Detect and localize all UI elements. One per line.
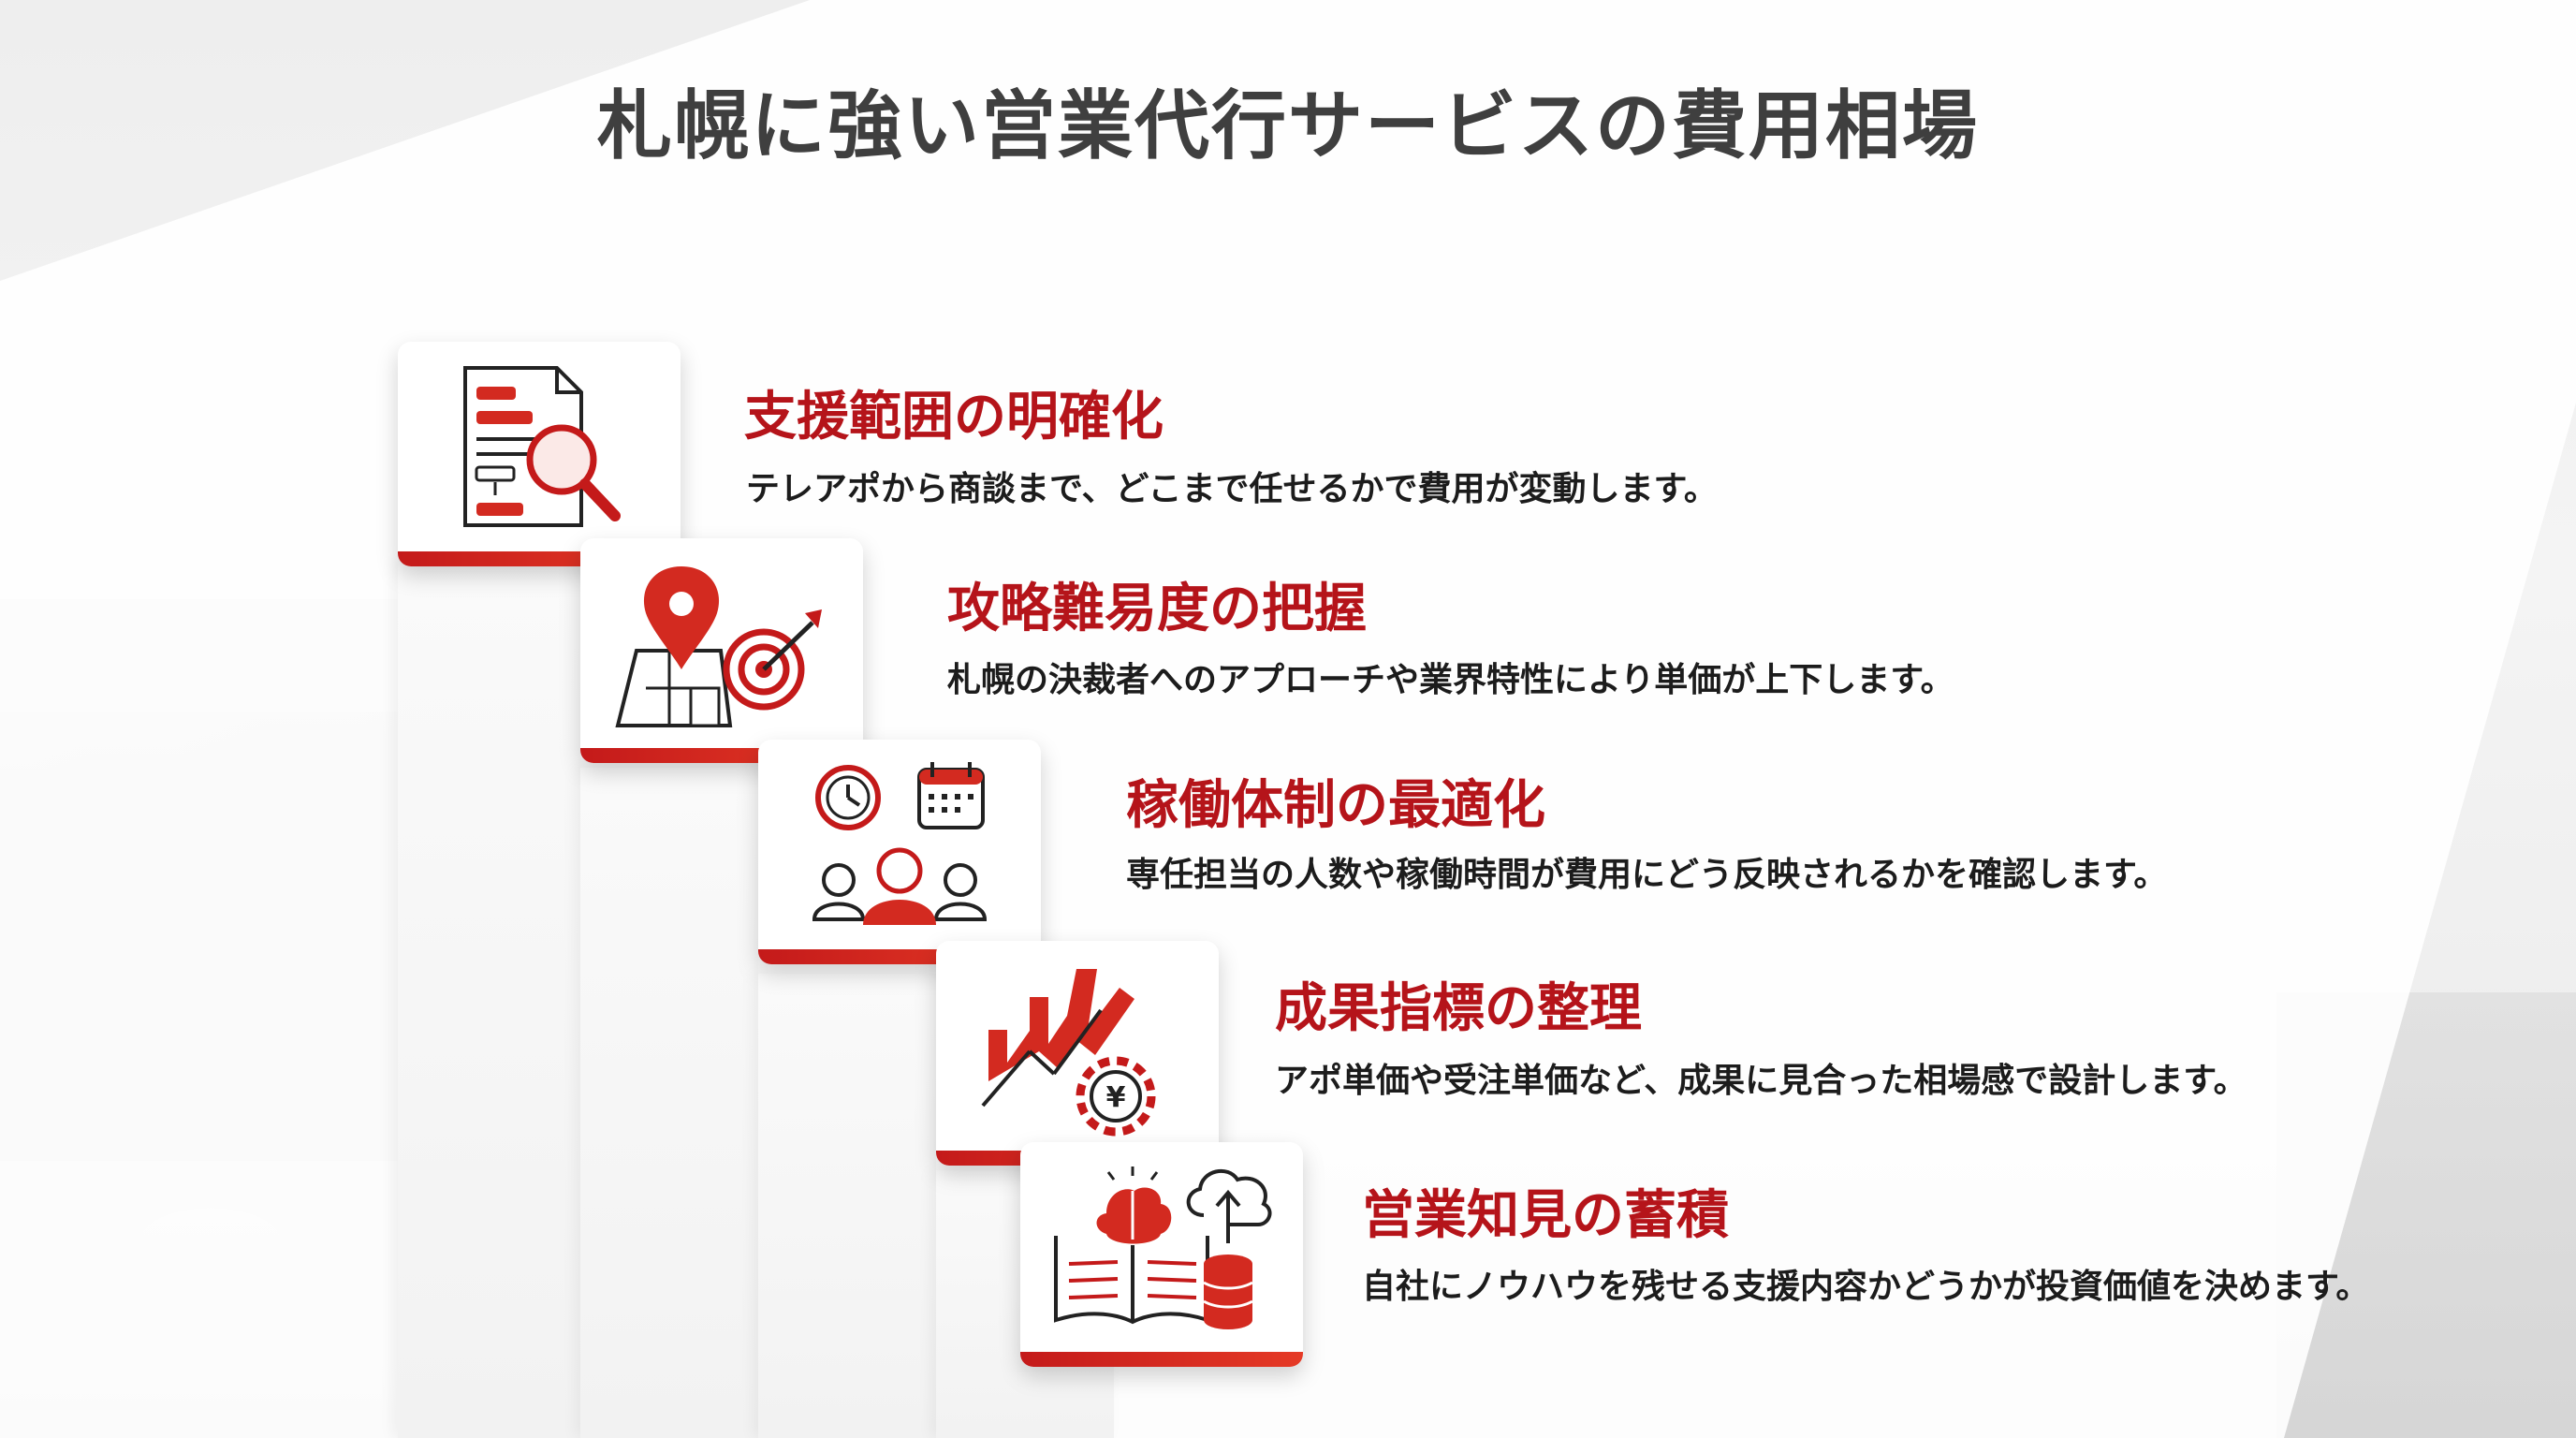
item-title-5: 営業知見の蓄積 xyxy=(1362,1185,1729,1246)
item-desc-2: 札幌の決裁者へのアプローチや業界特性により単価が上下します。 xyxy=(947,661,1954,699)
item-desc-1: テレアポから商談まで、どこまで任せるかで費用が変動します。 xyxy=(746,470,1718,508)
step-card-4: ¥ xyxy=(936,941,1219,1166)
item-desc-4: アポ単価や受注単価など、成果に見合った相場感で設計します。 xyxy=(1275,1062,2247,1100)
item-title-2: 攻略難易度の把握 xyxy=(947,579,1367,639)
step-card-2 xyxy=(580,538,863,763)
page-title: 札幌に強い営業代行サービスの費用相場 xyxy=(597,82,1979,169)
growth-chart-yen-gear-icon: ¥ xyxy=(981,969,1156,1137)
knowledge-brain-book-cloud-icon xyxy=(1054,1167,1272,1329)
step-card-3 xyxy=(758,740,1041,964)
item-title-1: 支援範囲の明確化 xyxy=(744,387,1164,448)
step-card-5 xyxy=(1020,1142,1303,1367)
svg-text:¥: ¥ xyxy=(1106,1081,1126,1114)
document-search-icon xyxy=(463,366,621,527)
item-title-3: 稼働体制の最適化 xyxy=(1126,775,1545,836)
item-desc-3: 専任担当の人数や稼働時間が費用にどう反映されるかを確認します。 xyxy=(1126,856,2168,894)
item-title-4: 成果指標の整理 xyxy=(1275,978,1642,1039)
map-target-icon xyxy=(615,566,822,727)
step-card-1 xyxy=(398,342,681,566)
item-desc-5: 自社にノウハウを残せる支援内容かどうかが投資価値を決めます。 xyxy=(1362,1268,2370,1306)
team-schedule-icon xyxy=(812,762,988,925)
